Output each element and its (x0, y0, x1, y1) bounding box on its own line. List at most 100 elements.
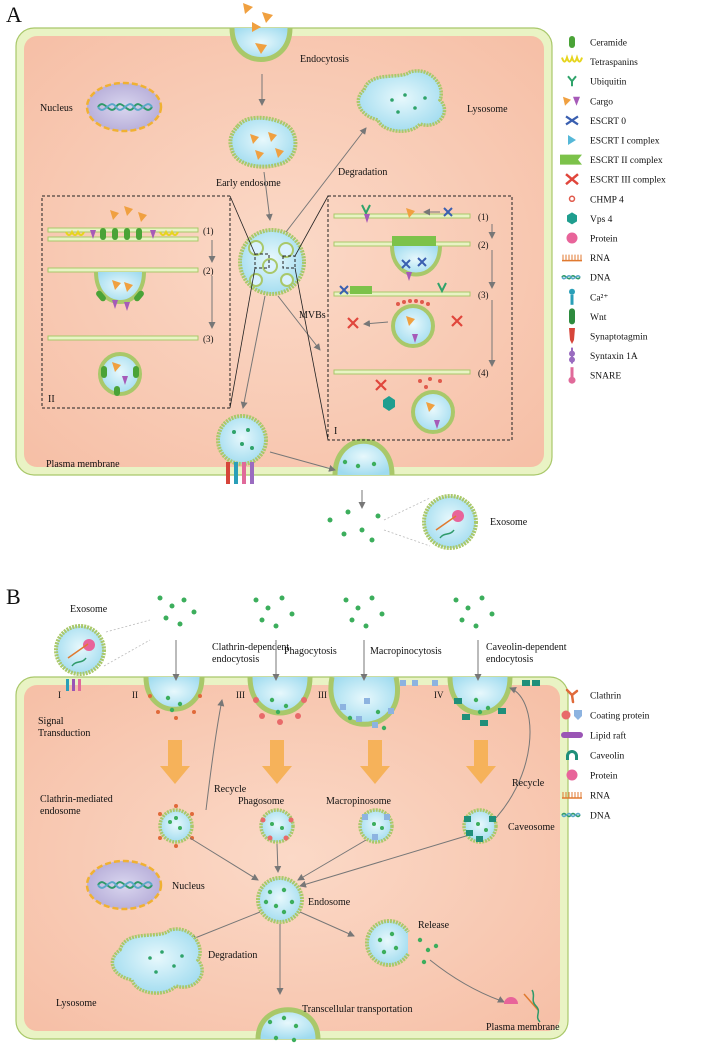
arrow-mvb-fuse (240, 295, 266, 409)
exosome-b-detail (54, 624, 106, 691)
legend-a: CeramideTetraspaninsUbiquitinCargoESCRT … (560, 36, 666, 384)
lysosome-b-label: Lysosome (56, 998, 97, 1009)
chmp4-icon (568, 195, 576, 203)
synaptotagmin-icon (569, 328, 575, 344)
panel-a-legend-item: Protein (566, 232, 618, 245)
caveosome-label: Caveosome (508, 822, 555, 833)
caveosome (462, 808, 498, 844)
escrt1-icon (568, 135, 576, 145)
box-i-step-2: (2) (478, 240, 489, 250)
panel-a-legend-item: Tetraspanins (561, 54, 638, 68)
arrow-mvb-right (277, 295, 321, 351)
panel-b-legend-item: Coating protein (561, 710, 650, 722)
box-ii-label: II (48, 394, 55, 405)
endocytosis-label: Endocytosis (300, 54, 349, 65)
clathrin-endosome (158, 804, 194, 848)
panel-a-legend-item: ESCRT 0 (565, 115, 626, 127)
panel-b-legend-label: Protein (590, 772, 618, 782)
cargo-group-top (243, 3, 273, 54)
release-label: Release (418, 920, 450, 931)
panel-a-legend-item: RNA (562, 254, 610, 264)
lysosome-b (110, 927, 204, 995)
roman-iii-a: III (236, 690, 245, 700)
panel-a-legend-label: DNA (590, 274, 611, 284)
phagocytosis-label: Phagocytosis (284, 646, 337, 657)
mvb (238, 228, 306, 296)
macropinosome (358, 808, 394, 844)
box-ii-step-1: (1) (203, 226, 214, 236)
panel-b-legend-item: Lipid raft (561, 731, 627, 742)
panel-a-legend-label: RNA (590, 254, 610, 264)
exosome-a-label: Exosome (490, 517, 528, 528)
panel-b-legend-label: Lipid raft (590, 731, 627, 742)
panel-a-legend-label: ESCRT II complex (590, 156, 663, 166)
nucleus-a (85, 81, 163, 133)
panel-a-legend-label: ESCRT I complex (590, 137, 660, 147)
recycle-left-label: Recycle (214, 784, 247, 795)
panel-b-legend-item: Clathrin (565, 688, 621, 704)
calcium-icon (569, 288, 575, 305)
invagination-contents (148, 680, 540, 731)
release-vesicle (364, 919, 439, 967)
transcellular-label: Transcellular transportation (302, 1004, 412, 1015)
tetraspanins-icon (561, 54, 583, 63)
clathrin-icon (565, 688, 579, 704)
caveolin-dependent-label-1: Caveolin-dependent (486, 642, 567, 653)
arrow-degradation (285, 127, 367, 233)
box-i-label: I (334, 426, 337, 437)
escrt2-icon (560, 154, 582, 165)
mvb-fusing (216, 414, 268, 484)
plasma-membrane-b-label: Plasma membrane (486, 1022, 560, 1033)
early-endosome-label: Early endosome (216, 178, 281, 189)
panel-b-legend-label: Caveolin (590, 752, 625, 762)
panel-a-legend-label: ESCRT 0 (590, 117, 626, 127)
panel-a-legend-item: DNA (561, 274, 611, 284)
nucleus-a-label: Nucleus (40, 103, 73, 114)
panel-a-legend-label: ESCRT III complex (590, 176, 666, 186)
panel-a-legend-label: Syntaxin 1A (590, 352, 638, 362)
panel-a-legend-item: ESCRT III complex (565, 173, 666, 186)
panel-a-legend-item: SNARE (568, 367, 621, 384)
plasma-membrane-a-label: Plasma membrane (46, 459, 120, 470)
panel-a-legend-label: Protein (590, 235, 618, 245)
panel-a-legend-item: CHMP 4 (568, 195, 624, 205)
vps4-icon (567, 212, 577, 225)
panel-a-legend-label: Wnt (590, 313, 607, 323)
panel-b-legend-item: Protein (566, 769, 618, 782)
panel-a-legend-label: Ubiquitin (590, 78, 627, 88)
panel-a-legend-item: Ubiquitin (567, 75, 627, 88)
macropinocytosis-label: Macropinocytosis (370, 646, 442, 657)
box-i (327, 195, 513, 441)
panel-b-legend-label: Clathrin (590, 692, 621, 702)
escrt3-icon (565, 173, 579, 186)
panel-a-legend-item: Vps 4 (567, 212, 613, 225)
panel-a-legend-item: ESCRT II complex (560, 154, 663, 166)
recycle-right-label: Recycle (512, 778, 545, 789)
panel-a-legend-item: Ca²⁺ (569, 288, 608, 305)
nucleus-b-label: Nucleus (172, 881, 205, 892)
protein-icon (566, 232, 578, 244)
signal-label-2: Transduction (38, 728, 90, 739)
released-exosomes-a (327, 459, 381, 543)
panel-a-legend-label: CHMP 4 (590, 195, 624, 205)
transcellular-exosomes (267, 1015, 299, 1043)
mvbs-label: MVBs (299, 310, 326, 321)
caveolin-icon (566, 750, 578, 760)
endosome-label: Endosome (308, 897, 351, 908)
exosome-b-label: Exosome (70, 604, 108, 615)
snare-icon (568, 367, 576, 384)
panel-a-legend-label: Vps 4 (590, 215, 613, 225)
signal-label-1: Signal (38, 716, 64, 727)
nucleus-b (85, 859, 163, 911)
panel-b-legend-item: RNA (562, 792, 610, 802)
panel-a-legend-item: Cargo (563, 96, 613, 107)
dna-icon (561, 275, 581, 280)
panel-b-legend-label: Coating protein (590, 712, 650, 722)
arrow-to-membrane (269, 451, 336, 472)
roman-iv: IV (434, 690, 444, 700)
coating-protein-icon (561, 710, 582, 720)
box-i-step-1: (1) (478, 212, 489, 222)
roman-ii: II (132, 690, 138, 700)
caveolin-dependent-label-2: endocytosis (486, 654, 533, 665)
box-ii-step-3: (3) (203, 334, 214, 344)
